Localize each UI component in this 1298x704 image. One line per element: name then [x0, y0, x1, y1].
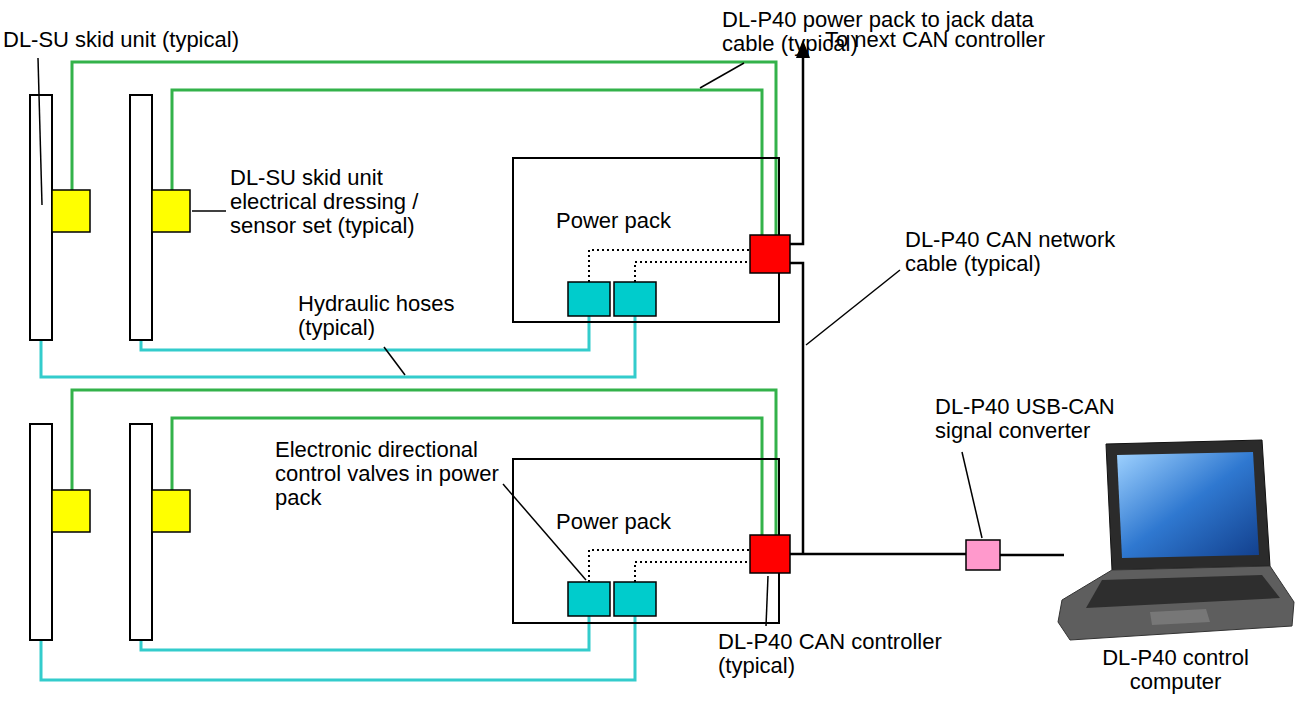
leader-line: [38, 58, 42, 205]
skid-unit: [130, 95, 152, 340]
power-pack-box: Power pack: [512, 157, 780, 323]
can-cable: [790, 56, 803, 244]
can-cable: [790, 553, 966, 556]
controller-callout: DL-P40 CAN controller (typical): [718, 630, 958, 678]
leader-line: [766, 576, 768, 626]
skid-unit: [30, 424, 52, 640]
valve-wire: [635, 262, 750, 282]
control-valve: [614, 582, 656, 616]
hose-callout: Hydraulic hoses (typical): [298, 292, 468, 340]
computer-callout: DL-P40 control computer: [1088, 646, 1263, 694]
sensor-callout: DL-SU skid unit electrical dressing / se…: [230, 166, 435, 239]
skid-callout: DL-SU skid unit (typical): [3, 28, 263, 52]
leader-line: [384, 347, 405, 375]
sensor-set: [52, 190, 90, 232]
can-cable: [790, 263, 803, 554]
laptop-touchpad: [1150, 609, 1210, 625]
node-title: Power pack: [556, 209, 671, 233]
hydraulic-hose: [141, 616, 589, 650]
control-valve: [568, 282, 610, 316]
data-cable: [72, 62, 776, 235]
valve-wire: [589, 250, 750, 282]
valve-wire: [589, 550, 750, 582]
jack-group: [30, 390, 776, 680]
signal-converter: [966, 540, 1000, 570]
can-controller: [750, 535, 790, 573]
leader-line: [962, 452, 982, 538]
leader-line: [192, 210, 226, 212]
control-valve: [614, 282, 656, 316]
laptop-computer: [1058, 440, 1294, 640]
network-callout: DL-P40 CAN network cable (typical): [905, 228, 1135, 276]
control-valve: [568, 582, 610, 616]
laptop-lid: [1106, 440, 1270, 570]
data-cable: [172, 418, 762, 535]
valve-wire: [635, 562, 750, 582]
skid-unit: [130, 424, 152, 640]
sensor-set: [152, 490, 190, 532]
sensor-set: [52, 490, 90, 532]
leader-lines: [38, 58, 982, 626]
leader-line: [806, 270, 900, 345]
laptop-keyboard: [1086, 575, 1280, 608]
sensor-set: [152, 190, 190, 232]
data-cable: [72, 390, 776, 535]
usb-cable: [1000, 554, 1064, 557]
can-controller: [750, 235, 790, 273]
network-callout: To next CAN controller: [825, 28, 1075, 52]
leader-line: [700, 63, 744, 88]
converter-callout: DL-P40 USB-CAN signal converter: [935, 395, 1135, 443]
node-title: Power pack: [556, 510, 671, 534]
skid-unit: [30, 95, 52, 340]
valve-callout: Electronic directional control valves in…: [275, 438, 515, 511]
jack-group: [30, 62, 776, 377]
laptop-screen: [1117, 452, 1259, 558]
power-pack-box: Power pack: [512, 458, 780, 624]
laptop-base: [1058, 566, 1294, 640]
